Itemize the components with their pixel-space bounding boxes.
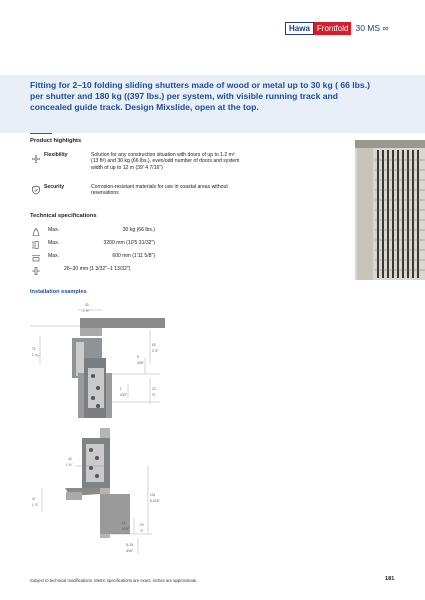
svg-text:3⁄16": 3⁄16" <box>137 361 144 365</box>
brand-header: Hawa Frontfold 30 MS ∞ <box>285 21 389 35</box>
ceiling-block <box>80 318 165 328</box>
page-title: Fitting for 2–10 folding sliding shutter… <box>30 80 370 113</box>
page-number: 181 <box>385 576 395 582</box>
svg-text:½": ½" <box>152 393 156 397</box>
product-line-label: Frontfold <box>313 21 352 35</box>
svg-text:3⁄16": 3⁄16" <box>126 549 133 553</box>
svg-text:23: 23 <box>140 523 144 527</box>
svg-text:43: 43 <box>68 457 72 461</box>
svg-text:1: 1 <box>120 387 122 391</box>
svg-text:63: 63 <box>152 343 156 347</box>
svg-text:5–15: 5–15 <box>126 543 133 547</box>
svg-text:2 ¹³⁄₁₆": 2 ¹³⁄₁₆" <box>32 353 41 357</box>
svg-text:43: 43 <box>85 303 89 307</box>
svg-text:5 1⁄16": 5 1⁄16" <box>150 499 160 503</box>
specs-heading: Technical specifications <box>30 213 97 219</box>
installation-heading: Installation examples <box>30 289 87 295</box>
svg-text:2 ½": 2 ½" <box>152 349 158 353</box>
flexibility-icon <box>31 151 41 164</box>
spec-value-weight: 30 kg (66 lbs.) <box>122 227 155 233</box>
security-shield-icon <box>31 182 41 195</box>
installation-drawing: 43 1 ⅝" 71 2 ¹³⁄₁₆" 5 3⁄16" 63 2 ½" 13 ½… <box>30 298 200 560</box>
svg-text:71: 71 <box>32 347 36 351</box>
svg-text:1⁄32": 1⁄32" <box>120 393 127 397</box>
svg-text:1 ⅝": 1 ⅝" <box>83 309 89 313</box>
footer-note: Subject to technical modifications. Metr… <box>30 578 198 583</box>
svg-text:5: 5 <box>137 355 139 359</box>
spec-value-width: 600 mm (1'11 5/8") <box>112 253 155 259</box>
title-band: Fitting for 2–10 folding sliding shutter… <box>0 75 425 133</box>
section-divider <box>30 133 52 134</box>
svg-text:13: 13 <box>152 387 156 391</box>
spec-value-thickness: 26–30 mm (1 3/32"–1 13/32") <box>64 266 131 272</box>
highlight-label-flexibility: Flexibility <box>44 152 68 158</box>
spec-value-height: 3200 mm (10'5 31/32") <box>103 240 155 246</box>
svg-text:9⁄16": 9⁄16" <box>122 527 129 531</box>
svg-text:47: 47 <box>32 497 36 501</box>
highlights-heading: Product highlights <box>30 138 82 144</box>
highlight-label-security: Security <box>44 184 65 190</box>
product-photo <box>355 140 425 280</box>
weight-icon <box>31 224 41 236</box>
svg-text:14: 14 <box>122 521 126 525</box>
highlight-text-security: Corrosion-resistant materials for use in… <box>91 184 228 197</box>
spec-label-height: Max. <box>48 240 60 246</box>
svg-text:⅞": ⅞" <box>140 529 144 533</box>
thickness-icon <box>31 263 41 275</box>
width-icon <box>31 250 41 262</box>
model-label: 30 MS ∞ <box>355 23 389 33</box>
height-icon <box>31 237 41 249</box>
svg-text:1 ⅝": 1 ⅝" <box>66 463 72 467</box>
hawa-logo: Hawa <box>285 21 314 35</box>
spec-label-weight: Max. <box>48 227 60 233</box>
svg-text:131: 131 <box>150 493 156 497</box>
svg-text:1 ⅞": 1 ⅞" <box>32 503 38 507</box>
highlight-text-flexibility: Solution for any construction situation … <box>91 152 240 171</box>
spec-label-width: Max. <box>48 253 60 259</box>
